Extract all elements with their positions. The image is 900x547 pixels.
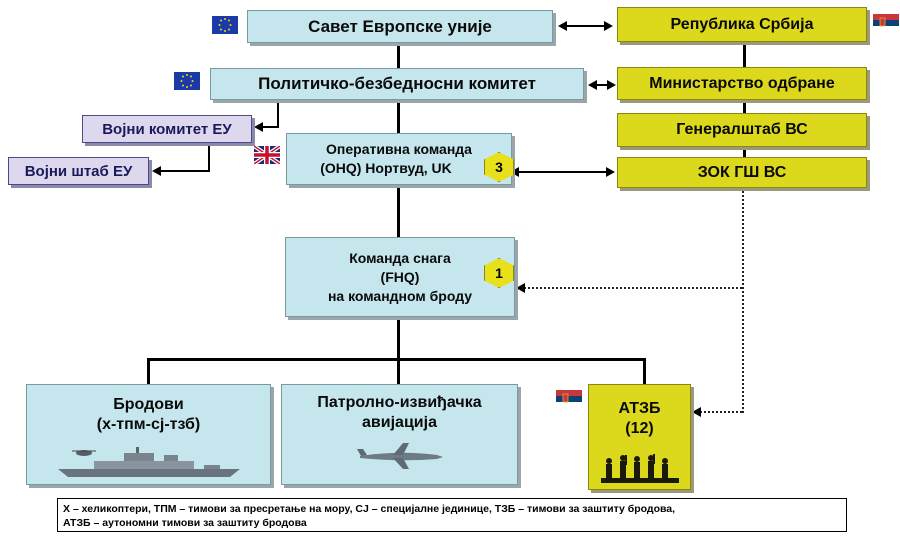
military-committee-box: Војни комитет ЕУ <box>82 115 252 143</box>
ships-line1: Бродови <box>113 396 184 413</box>
soldiers-icon <box>600 454 679 483</box>
connector-council-psc <box>397 44 400 68</box>
dotted-to-fhq <box>524 287 742 289</box>
eu-council-box: Савет Европске уније <box>247 10 553 43</box>
psc-label: Политичко-безбедносни комитет <box>258 74 536 93</box>
psc-box: Политичко-безбедносни комитет <box>210 68 584 100</box>
eu-flag-icon <box>174 72 200 90</box>
warship-icon <box>57 447 240 477</box>
dotted-arrow-atzb <box>692 407 701 417</box>
arrow-right-republic <box>604 21 613 31</box>
arrow-to-milstaff <box>152 166 161 176</box>
dotted-to-atzb <box>700 411 742 413</box>
aviation-line1: Патролно-извиђачка <box>317 394 482 411</box>
ministry-box: Министарство одбране <box>617 67 867 100</box>
bottom-bus <box>147 358 646 361</box>
ohq-box: Оперативна команда (OHQ) Нортвуд, UK <box>286 133 512 185</box>
arrow-right-zok <box>606 167 615 177</box>
legend-box: Х – хеликоптери, ТПМ – тимови за пресрет… <box>57 498 847 532</box>
atzb-box: АТЗБ (12) <box>588 384 691 490</box>
connector-ministry-gs <box>743 100 746 113</box>
military-staff-label: Војни штаб ЕУ <box>24 162 133 180</box>
republic-box: Република Србија <box>617 7 867 42</box>
connector-ohq-fhq <box>397 185 400 237</box>
ohq-line1: Оперативна команда <box>326 141 472 157</box>
ohq-line2: (OHQ) Нортвуд, UK <box>320 160 452 176</box>
aviation-box: Патролно-извиђачка авијација <box>281 384 518 485</box>
connector-republic-ministry <box>743 42 746 67</box>
fhq-badge-number: 1 <box>495 265 503 281</box>
general-staff-box: Генералштаб ВС <box>617 113 867 147</box>
fhq-line2: (FHQ) <box>380 268 420 285</box>
military-committee-label: Војни комитет ЕУ <box>102 120 232 138</box>
link-ohq-zok <box>518 171 608 173</box>
arrow-to-milcomm <box>254 122 263 132</box>
fhq-badge: 1 <box>484 258 514 288</box>
bus-drop-atzb <box>643 358 646 384</box>
atzb-line1: АТЗБ <box>618 400 661 417</box>
serbia-flag-icon <box>556 390 582 408</box>
connector-milcomm-horizontal <box>262 126 278 128</box>
connector-fhq-bus <box>397 318 400 360</box>
republic-label: Република Србија <box>670 15 814 33</box>
uk-flag-icon <box>254 146 280 164</box>
connector-milcomm-staff <box>208 144 210 172</box>
bus-drop-ships <box>147 358 150 384</box>
fhq-line3: на командном броду <box>327 287 473 304</box>
dotted-arrow-fhq <box>516 283 525 293</box>
ohq-badge: 3 <box>484 152 514 182</box>
connector-psc-ohq <box>397 100 400 133</box>
zok-label: ЗОК ГШ ВС <box>697 163 787 181</box>
ministry-label: Министарство одбране <box>649 74 835 92</box>
arrow-left-ohq <box>510 167 519 177</box>
link-council-republic <box>566 25 606 27</box>
ships-line2: (х-тпм-сј-тзб) <box>96 416 201 433</box>
link-psc-ministry <box>595 84 609 86</box>
ohq-badge-number: 3 <box>495 159 503 175</box>
military-staff-box: Војни штаб ЕУ <box>8 157 149 185</box>
arrow-left-council <box>558 21 567 31</box>
general-staff-label: Генералштаб ВС <box>676 121 808 138</box>
ships-box: Бродови (х-тпм-сј-тзб) <box>26 384 271 485</box>
eu-council-label: Савет Европске уније <box>308 16 492 36</box>
connector-staff-horizontal <box>160 170 210 172</box>
connector-gs-zok <box>743 147 746 157</box>
legend-line2: АТЗБ – аутономни тимови за заштиту бродо… <box>63 517 307 529</box>
patrol-aircraft-icon <box>356 443 443 469</box>
bus-drop-aviation <box>397 358 400 384</box>
zok-box: ЗОК ГШ ВС <box>617 157 867 188</box>
legend-line1: Х – хеликоптери, ТПМ – тимови за пресрет… <box>63 503 676 515</box>
eu-flag-icon <box>212 16 238 34</box>
arrow-left-psc <box>588 80 597 90</box>
aviation-line2: авијација <box>362 414 437 431</box>
serbia-flag-icon <box>873 14 899 32</box>
atzb-line2: (12) <box>625 420 654 437</box>
fhq-line1: Команда снага <box>349 249 451 266</box>
dotted-zok-down <box>742 188 744 413</box>
connector-psc-milcomm <box>277 100 279 128</box>
fhq-box: Команда снага (FHQ) на командном броду <box>285 237 515 317</box>
arrow-right-ministry <box>607 80 616 90</box>
